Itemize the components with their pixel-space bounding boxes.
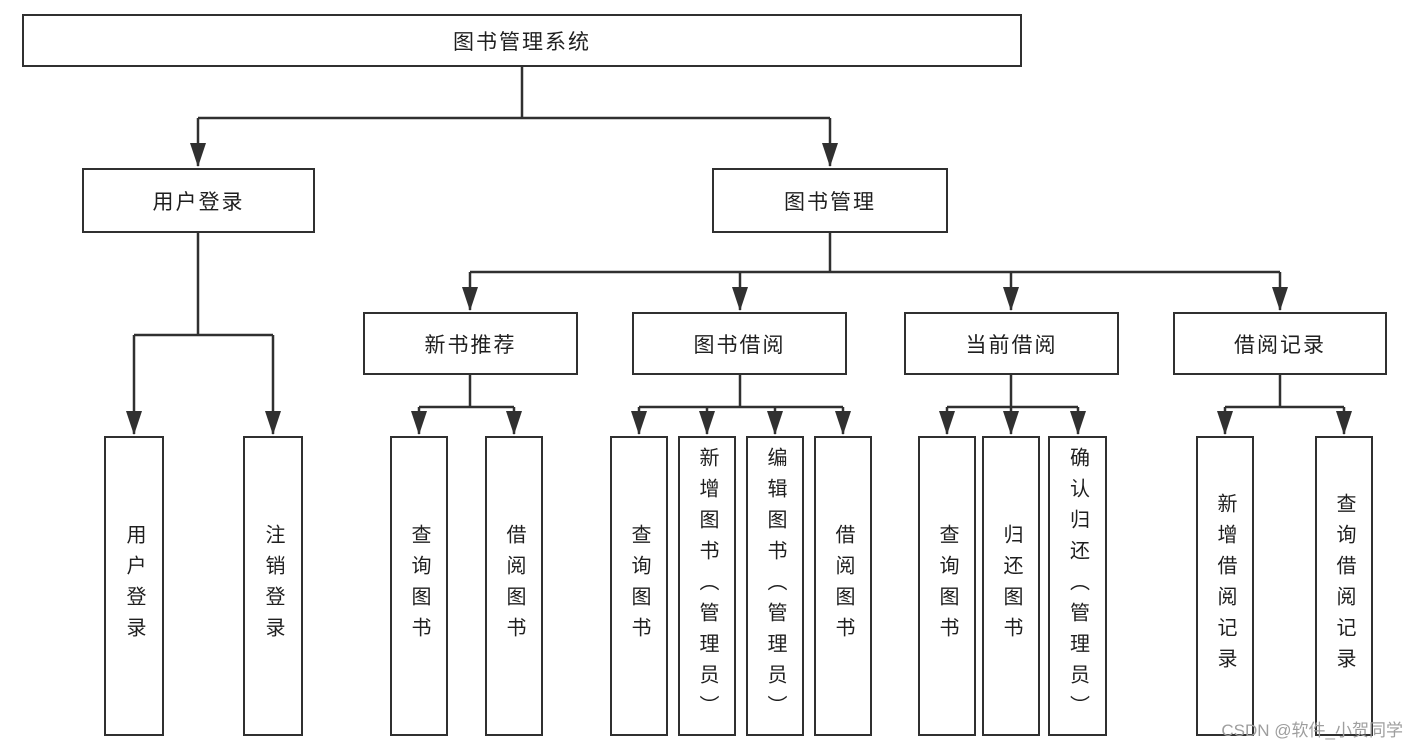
node-book-management: 图书管理 [712,168,948,233]
leaf-logout: 注销登录 [243,436,303,736]
node-book-borrowing: 图书借阅 [632,312,847,375]
leaf-user-login: 用户登录 [104,436,164,736]
node-library-management-system: 图书管理系统 [22,14,1022,67]
leaf-query-books-borrow: 查询图书 [610,436,668,736]
leaf-borrow-books: 借阅图书 [814,436,872,736]
node-current-borrowing: 当前借阅 [904,312,1119,375]
leaf-add-books-admin: 新增图书（管理员） [678,436,736,736]
leaf-query-books-current: 查询图书 [918,436,976,736]
watermark-text: CSDN @软件_小贺同学 [1221,721,1403,740]
node-user-login: 用户登录 [82,168,315,233]
leaf-return-books: 归还图书 [982,436,1040,736]
leaf-edit-books-admin: 编辑图书（管理员） [746,436,804,736]
node-new-book-recommendation: 新书推荐 [363,312,578,375]
node-borrowing-records: 借阅记录 [1173,312,1387,375]
leaf-query-books-recommend: 查询图书 [390,436,448,736]
leaf-add-borrow-record: 新增借阅记录 [1196,436,1254,736]
leaf-query-borrow-record: 查询借阅记录 [1315,436,1373,736]
leaf-borrow-books-recommend: 借阅图书 [485,436,543,736]
leaf-confirm-return-admin: 确认归还（管理员） [1048,436,1107,736]
